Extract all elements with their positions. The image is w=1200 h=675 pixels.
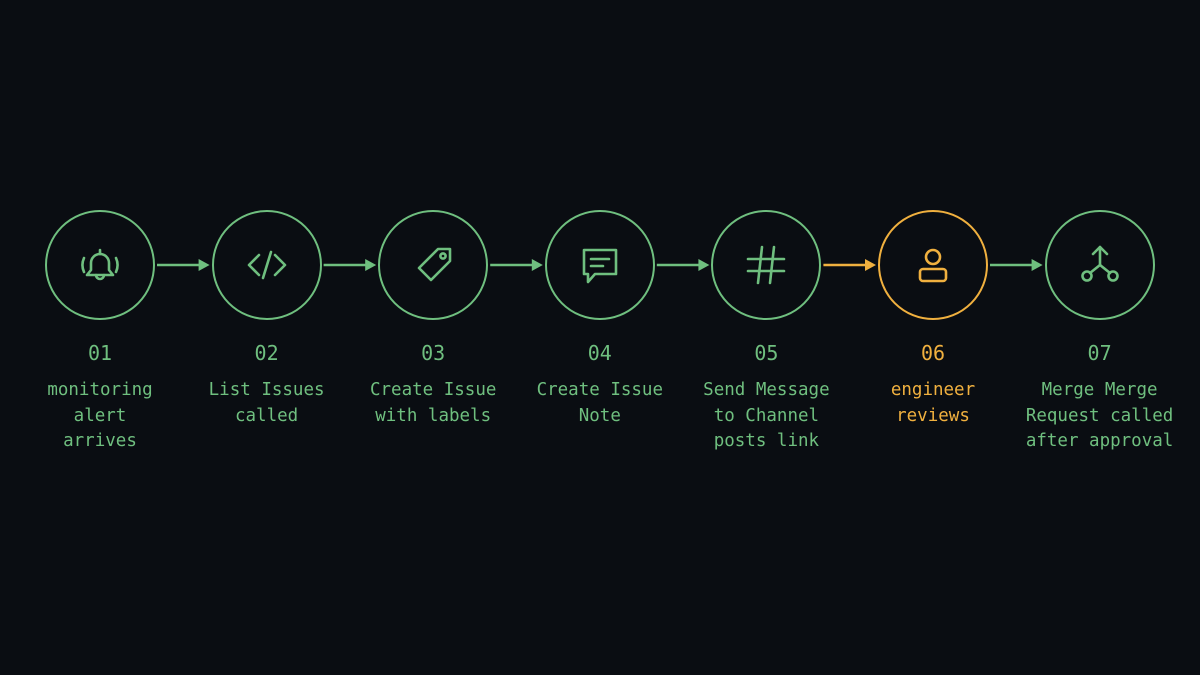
connector-arrow — [490, 259, 543, 271]
code-icon — [247, 250, 286, 280]
step-label-line: Request called — [1025, 405, 1174, 426]
step-label-line: with labels — [375, 405, 492, 426]
step-label-line: monitoring — [47, 380, 153, 400]
hash-icon — [747, 245, 786, 285]
step-label: monitoring alert arrives — [15, 378, 185, 455]
step-number: 01 — [87, 341, 113, 365]
step-label: List Issues called — [182, 378, 352, 429]
step-label: engineer reviews — [848, 378, 1018, 429]
step-circle — [45, 210, 155, 320]
step-label-line: Send Message — [703, 380, 830, 400]
step-label-line: posts link — [713, 431, 820, 451]
step-circle — [211, 210, 322, 320]
connector-arrow — [990, 259, 1043, 271]
step-label: Create Issue with labels — [348, 378, 518, 429]
user-icon — [918, 248, 948, 283]
step-circle — [878, 210, 988, 320]
step-label-line: Merge Merge — [1041, 380, 1158, 400]
step-label-line: Create Issue — [536, 380, 664, 400]
connector-arrow — [823, 259, 876, 271]
chat-icon — [582, 248, 618, 284]
connector-arrow — [323, 259, 377, 271]
tag-icon — [417, 247, 452, 282]
merge-icon — [1080, 245, 1119, 282]
step-label-line: alert — [73, 405, 127, 426]
step-circle — [378, 210, 489, 320]
bell-ringing-icon — [81, 248, 119, 281]
step-number: 03 — [421, 341, 446, 365]
connector-arrow — [157, 259, 210, 271]
step-label-line: engineer — [890, 380, 976, 400]
step-number: 02 — [254, 341, 279, 365]
step-circle — [711, 210, 822, 320]
step-number: 04 — [587, 341, 612, 365]
connector-arrow — [656, 259, 710, 271]
step-number: 05 — [754, 341, 779, 365]
step-label-line: List Issues — [208, 380, 325, 400]
step-label: Send Message to Channel posts link — [681, 378, 851, 455]
step-label-line: reviews — [896, 405, 970, 426]
step-circle — [1044, 210, 1155, 320]
step-label-line: arrives — [63, 431, 137, 451]
step-number: 07 — [1087, 341, 1112, 365]
step-label-line: called — [234, 405, 299, 426]
step-circle — [544, 210, 655, 320]
step-number: 06 — [920, 341, 946, 365]
step-label-line: to Channel — [713, 405, 820, 426]
step-label-line: Create Issue — [369, 380, 497, 400]
step-label-line: after approval — [1025, 431, 1174, 451]
step-label-line: Note — [578, 405, 621, 426]
